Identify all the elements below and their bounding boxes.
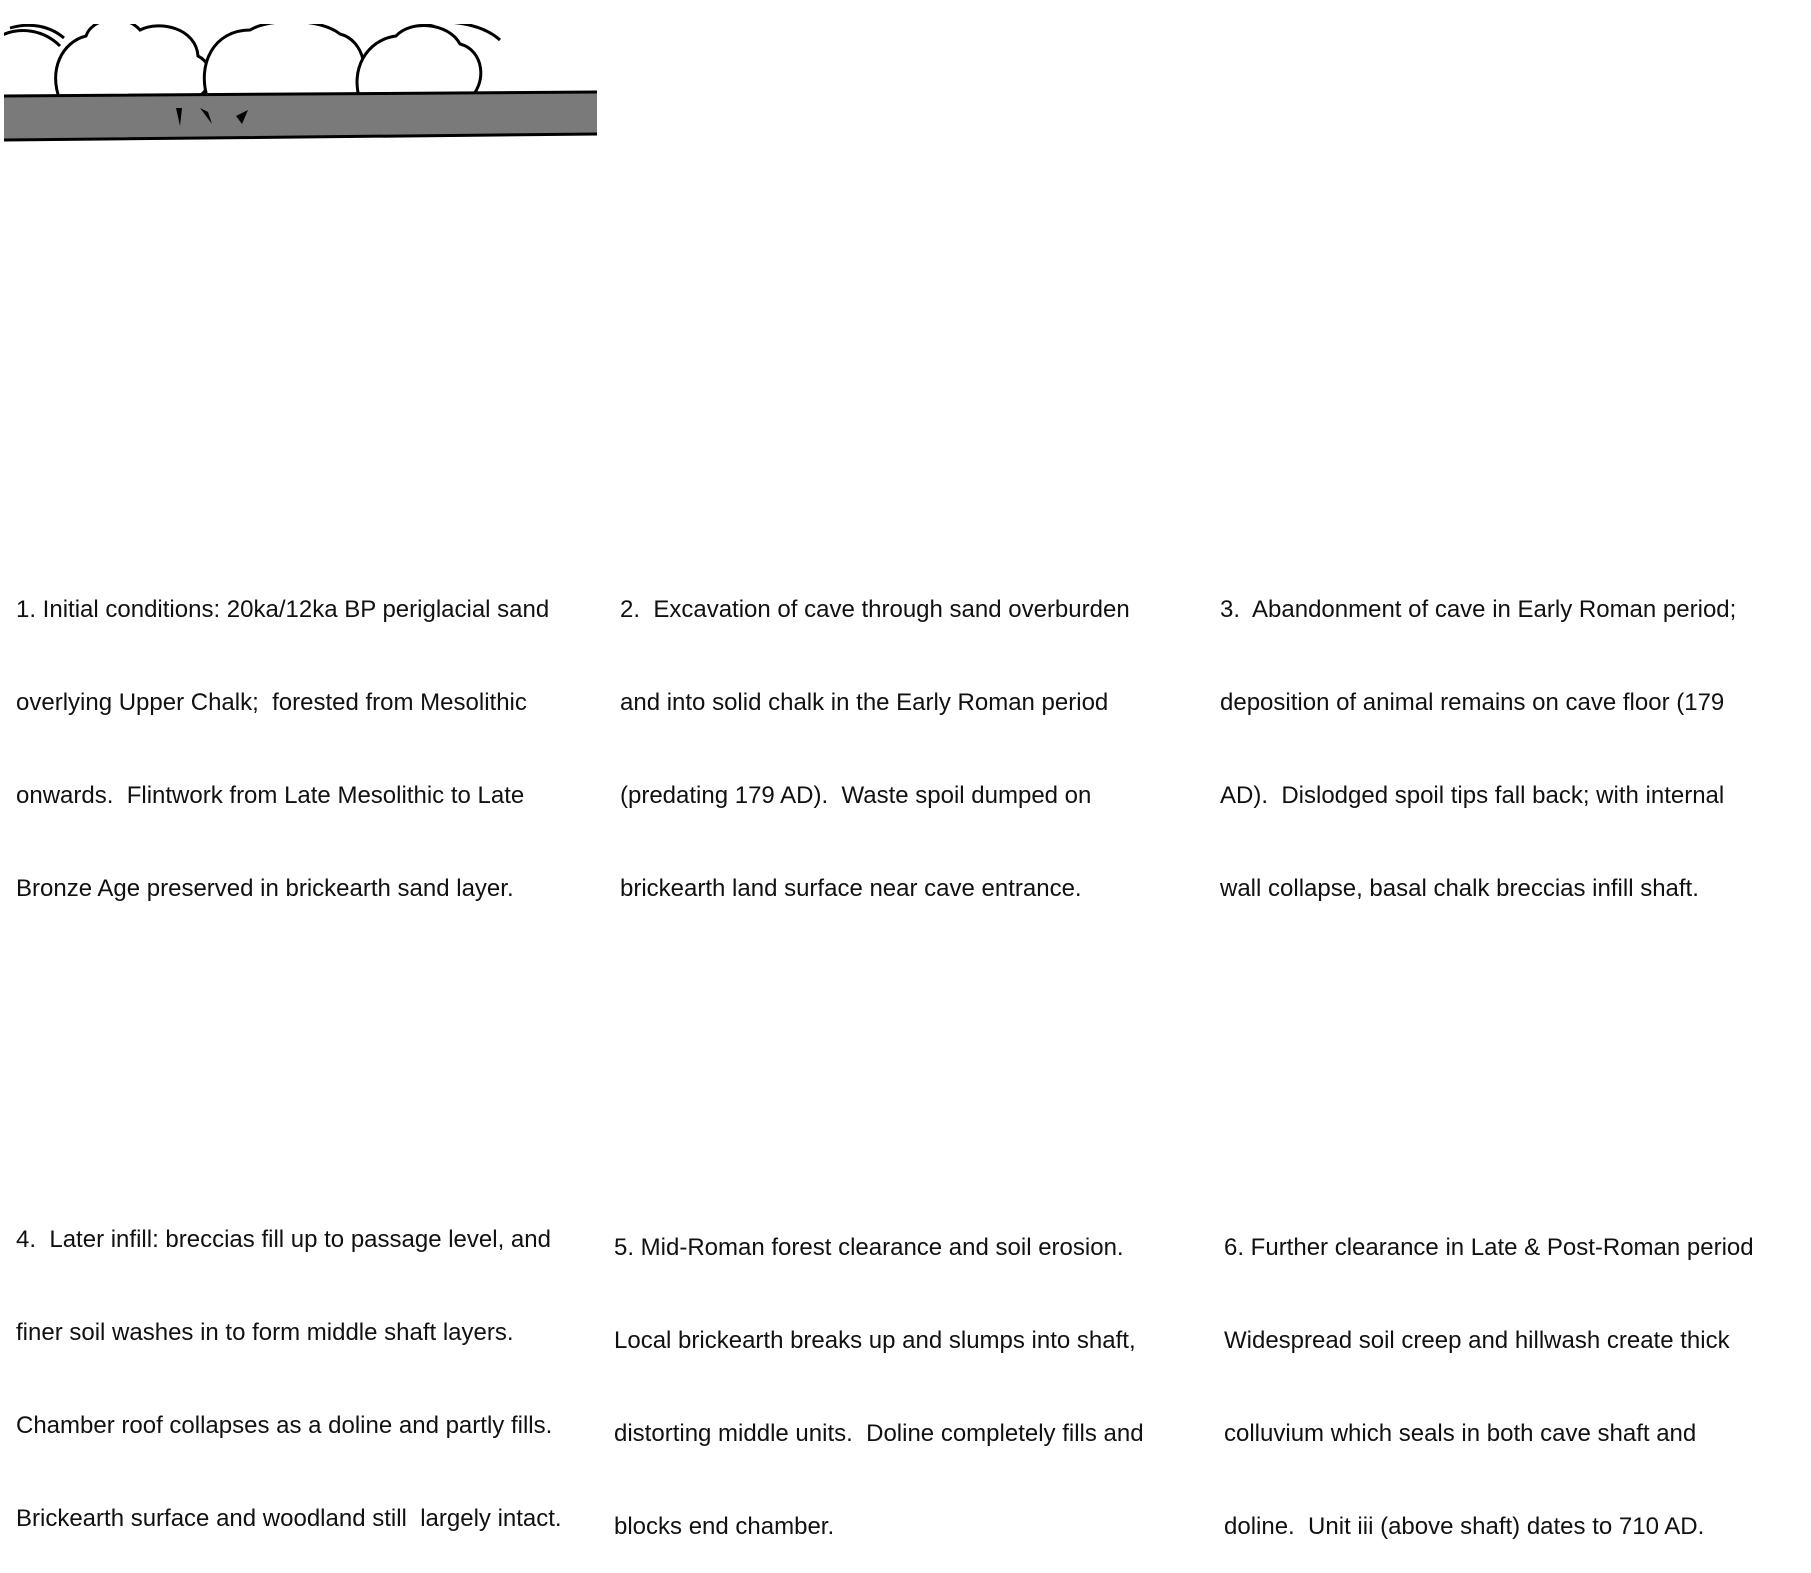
caption-panel-2: 2. Excavation of cave through sand overb… [620, 532, 1130, 935]
caption-line: finer soil washes in to form middle shaf… [16, 1319, 514, 1346]
cave-sequence-diagram [4, 24, 597, 142]
caption-line: AD). Dislodged spoil tips fall back; wit… [1220, 782, 1725, 809]
caption-line: Local brickearth breaks up and slumps in… [614, 1327, 1136, 1354]
caption-line: deposition of animal remains on cave flo… [1220, 689, 1725, 716]
caption-line: colluvium which seals in both cave shaft… [1224, 1420, 1697, 1447]
caption-line: 5. Mid-Roman forest clearance and soil e… [614, 1234, 1124, 1261]
caption-panel-1: 1. Initial conditions: 20ka/12ka BP peri… [16, 532, 549, 935]
caption-line: 3. Abandonment of cave in Early Roman pe… [1220, 596, 1737, 623]
caption-line: overlying Upper Chalk; forested from Mes… [16, 689, 527, 716]
caption-line: Widespread soil creep and hillwash creat… [1224, 1327, 1730, 1354]
caption-line: 2. Excavation of cave through sand overb… [620, 596, 1130, 623]
woodland-trees [4, 24, 502, 102]
caption-line: Brickearth surface and woodland still la… [16, 1505, 562, 1532]
caption-line: 1. Initial conditions: 20ka/12ka BP peri… [16, 596, 550, 623]
caption-line: brickearth land surface near cave entran… [620, 875, 1082, 902]
flint-markers [176, 108, 248, 126]
caption-line: 6. Further clearance in Late & Post-Roma… [1224, 1234, 1754, 1261]
brickearth-layer [4, 90, 597, 142]
caption-line: Bronze Age preserved in brickearth sand … [16, 875, 514, 902]
caption-line: distorting middle units. Doline complete… [614, 1420, 1144, 1447]
caption-line: and into solid chalk in the Early Roman … [620, 689, 1109, 716]
caption-line: wall collapse, basal chalk breccias infi… [1220, 875, 1699, 902]
caption-panel-4: 4. Later infill: breccias fill up to pas… [16, 1162, 562, 1565]
caption-panel-3: 3. Abandonment of cave in Early Roman pe… [1220, 532, 1736, 935]
caption-panel-5: 5. Mid-Roman forest clearance and soil e… [614, 1170, 1144, 1573]
caption-line: doline. Unit iii (above shaft) dates to … [1224, 1513, 1705, 1540]
caption-line: onwards. Flintwork from Late Mesolithic … [16, 782, 525, 809]
panel-1 [4, 24, 597, 142]
caption-line: (predating 179 AD). Waste spoil dumped o… [620, 782, 1092, 809]
caption-line: 4. Later infill: breccias fill up to pas… [16, 1226, 551, 1253]
caption-line: blocks end chamber. [614, 1513, 835, 1540]
caption-line: Chamber roof collapses as a doline and p… [16, 1412, 553, 1439]
caption-panel-6: 6. Further clearance in Late & Post-Roma… [1224, 1170, 1754, 1573]
